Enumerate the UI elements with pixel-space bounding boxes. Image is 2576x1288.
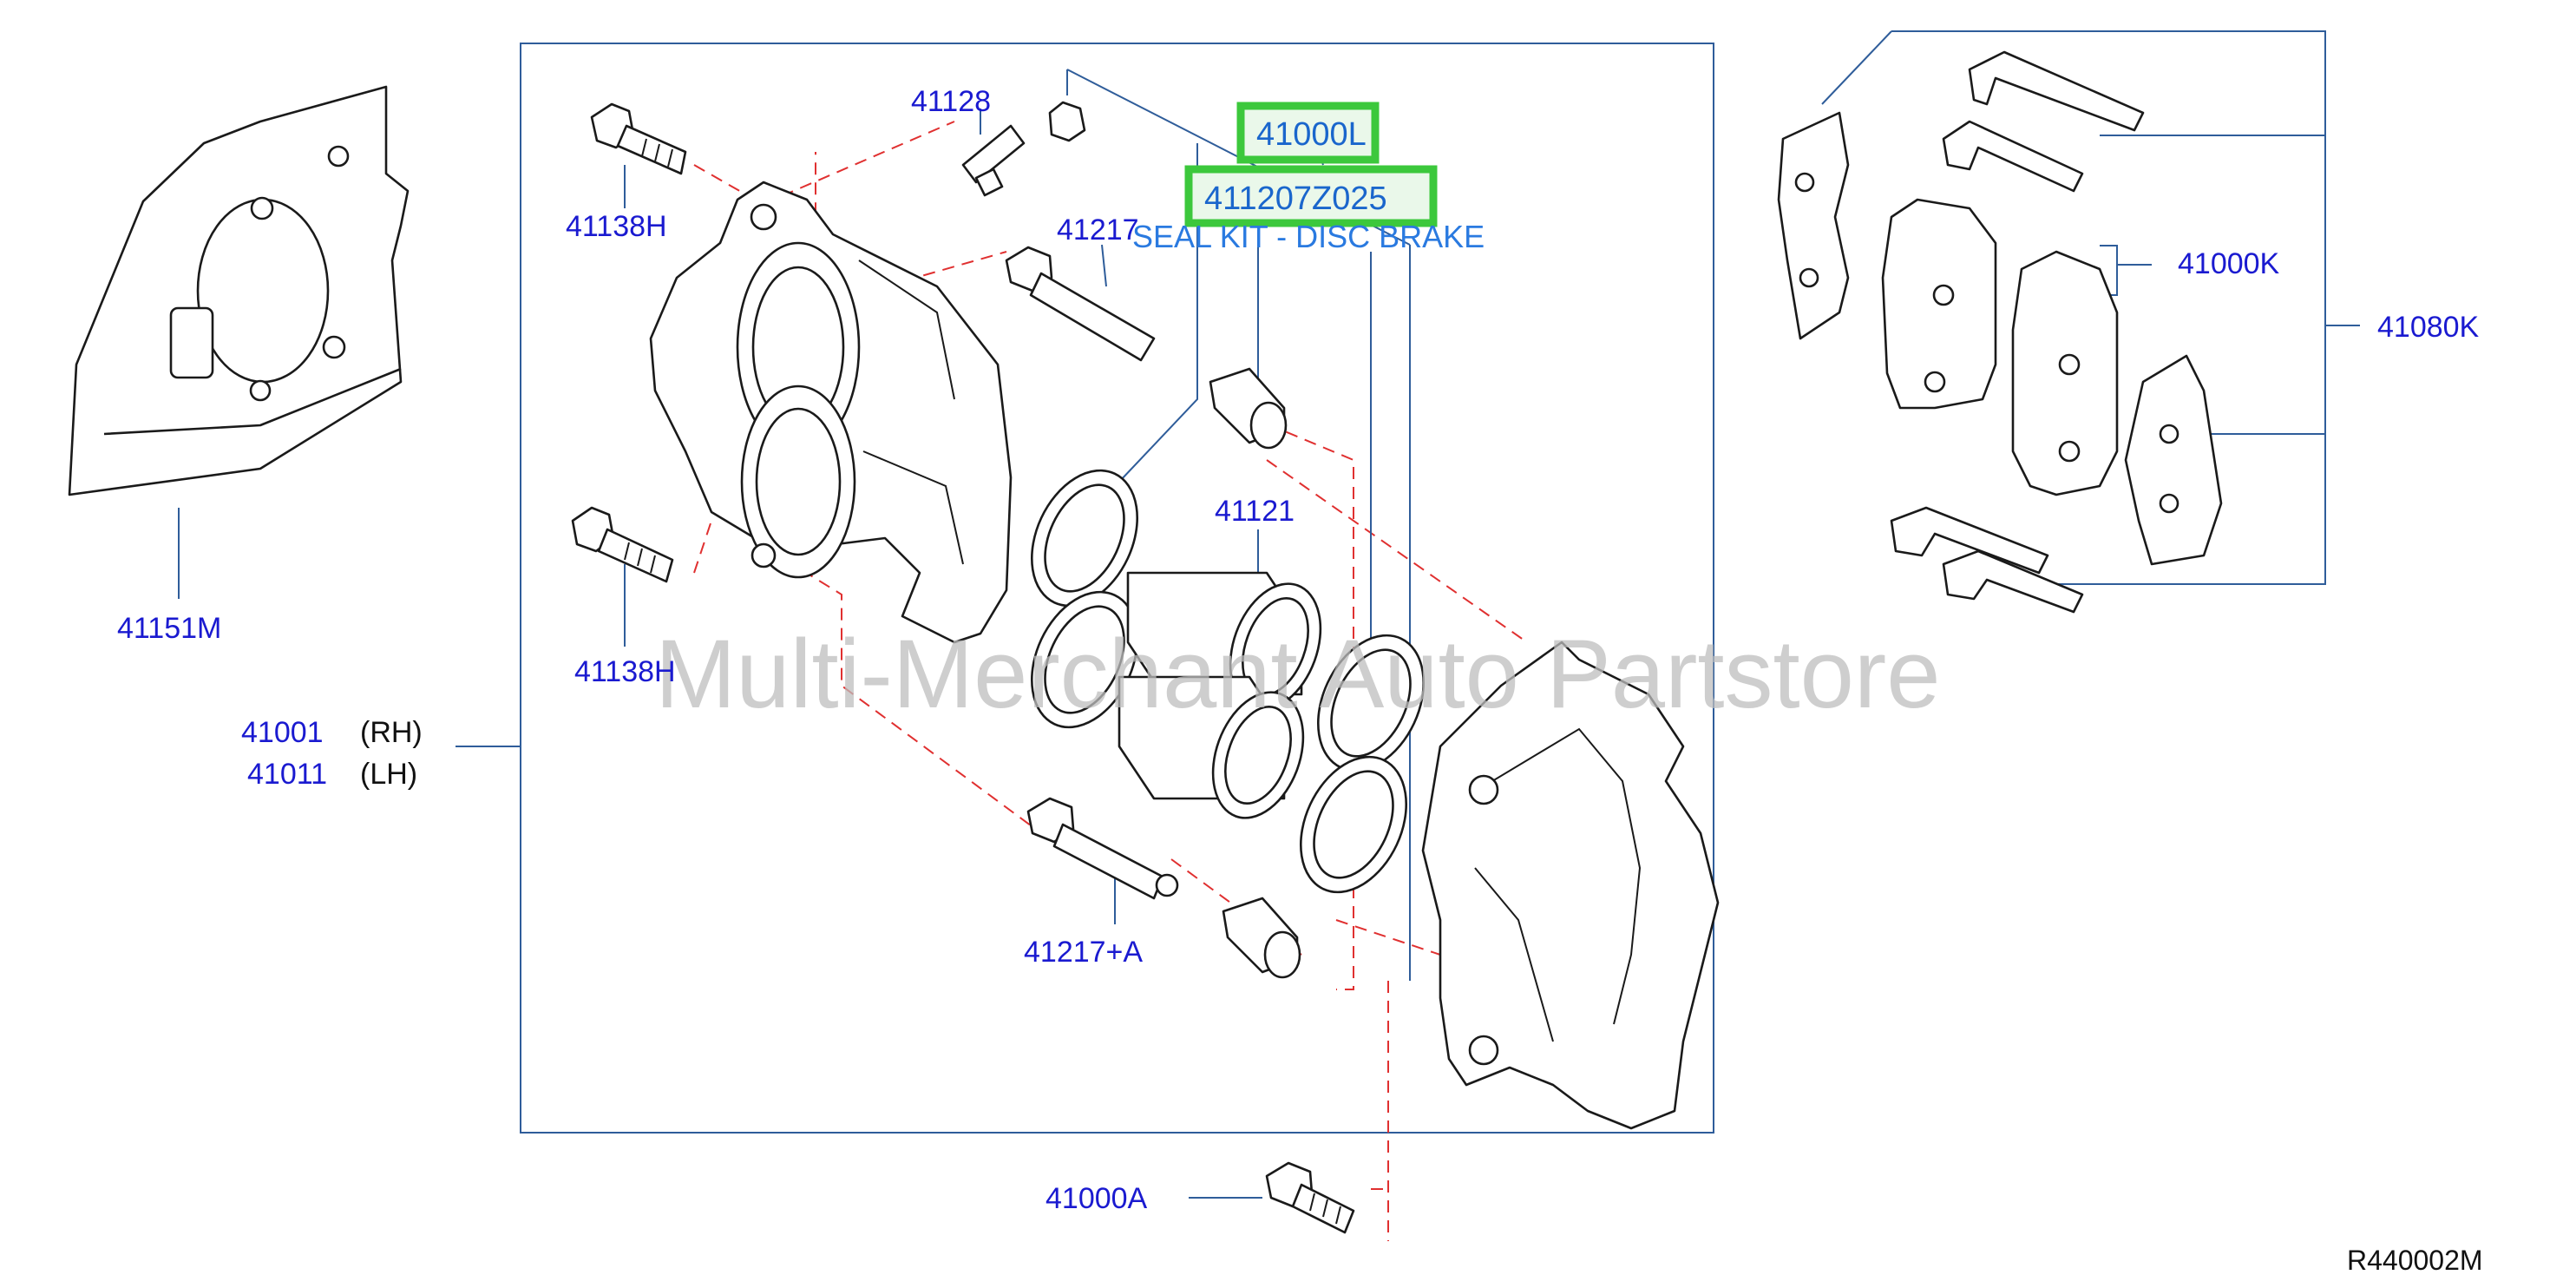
label-41000a[interactable]: 41000A bbox=[1045, 1182, 1148, 1215]
caliper-outer-half bbox=[1421, 641, 1720, 1130]
label-41151m[interactable]: 41151M bbox=[117, 612, 221, 645]
guide-pin-41217 bbox=[1005, 246, 1156, 362]
bolt-41138h-top bbox=[590, 102, 687, 175]
label-seal-kit-desc: SEAL KIT - DISC BRAKE bbox=[1132, 219, 1485, 254]
label-41217[interactable]: 41217 bbox=[1057, 214, 1139, 246]
label-41001[interactable]: 41001 bbox=[241, 716, 324, 749]
highlight-box-411207z025 bbox=[1184, 165, 1438, 227]
label-41138h-top[interactable]: 41138H bbox=[566, 210, 667, 243]
bleeder-screw-41128 bbox=[961, 101, 1086, 197]
label-41000k[interactable]: 41000K bbox=[2178, 247, 2280, 280]
label-rh: (RH) bbox=[360, 716, 423, 749]
piston-lower bbox=[1118, 675, 1305, 819]
boot-lower bbox=[1222, 897, 1301, 979]
bolt-41000a bbox=[1265, 1161, 1355, 1234]
label-41128[interactable]: 41128 bbox=[911, 85, 991, 118]
boot-upper bbox=[1209, 367, 1288, 450]
label-41011[interactable]: 41011 bbox=[247, 758, 327, 791]
highlight-box-41000l bbox=[1236, 102, 1380, 164]
pad-kit-frame bbox=[1891, 30, 2326, 585]
pad-kit-frame-leader bbox=[1821, 30, 1892, 105]
caliper-assembly-frame bbox=[520, 43, 1714, 1134]
diagram-reference-code: R440002M bbox=[2347, 1245, 2483, 1276]
label-lh: (LH) bbox=[360, 758, 417, 791]
guide-pin-41217a bbox=[1026, 797, 1179, 900]
label-411207z025[interactable]: 411207Z025 bbox=[1204, 181, 1387, 217]
pad-clip-top bbox=[1942, 50, 2145, 193]
anti-squeal-shim-left bbox=[1777, 111, 1850, 340]
brake-pad-inner bbox=[1881, 198, 1997, 410]
brake-pad-outer bbox=[2011, 250, 2119, 496]
label-41138h-bottom[interactable]: 41138H bbox=[574, 655, 676, 688]
label-41121[interactable]: 41121 bbox=[1215, 495, 1295, 528]
pad-clip-bottom bbox=[1890, 506, 2084, 614]
seal-ring-2 bbox=[1030, 590, 1139, 729]
label-41080k[interactable]: 41080K bbox=[2377, 311, 2480, 344]
seal-ring-4 bbox=[1299, 755, 1408, 894]
bolt-41138h-bottom bbox=[571, 506, 674, 583]
bracket-plate-41151m bbox=[68, 85, 410, 496]
seal-ring-1 bbox=[1030, 469, 1139, 608]
caliper-body bbox=[649, 181, 1013, 644]
label-41000l[interactable]: 41000L bbox=[1256, 116, 1367, 153]
piston-upper bbox=[1126, 571, 1322, 711]
anti-squeal-shim-right bbox=[2124, 354, 2223, 566]
label-41217a[interactable]: 41217+A bbox=[1024, 936, 1143, 969]
watermark: Multi-Merchant Auto Partstore bbox=[655, 620, 1940, 728]
